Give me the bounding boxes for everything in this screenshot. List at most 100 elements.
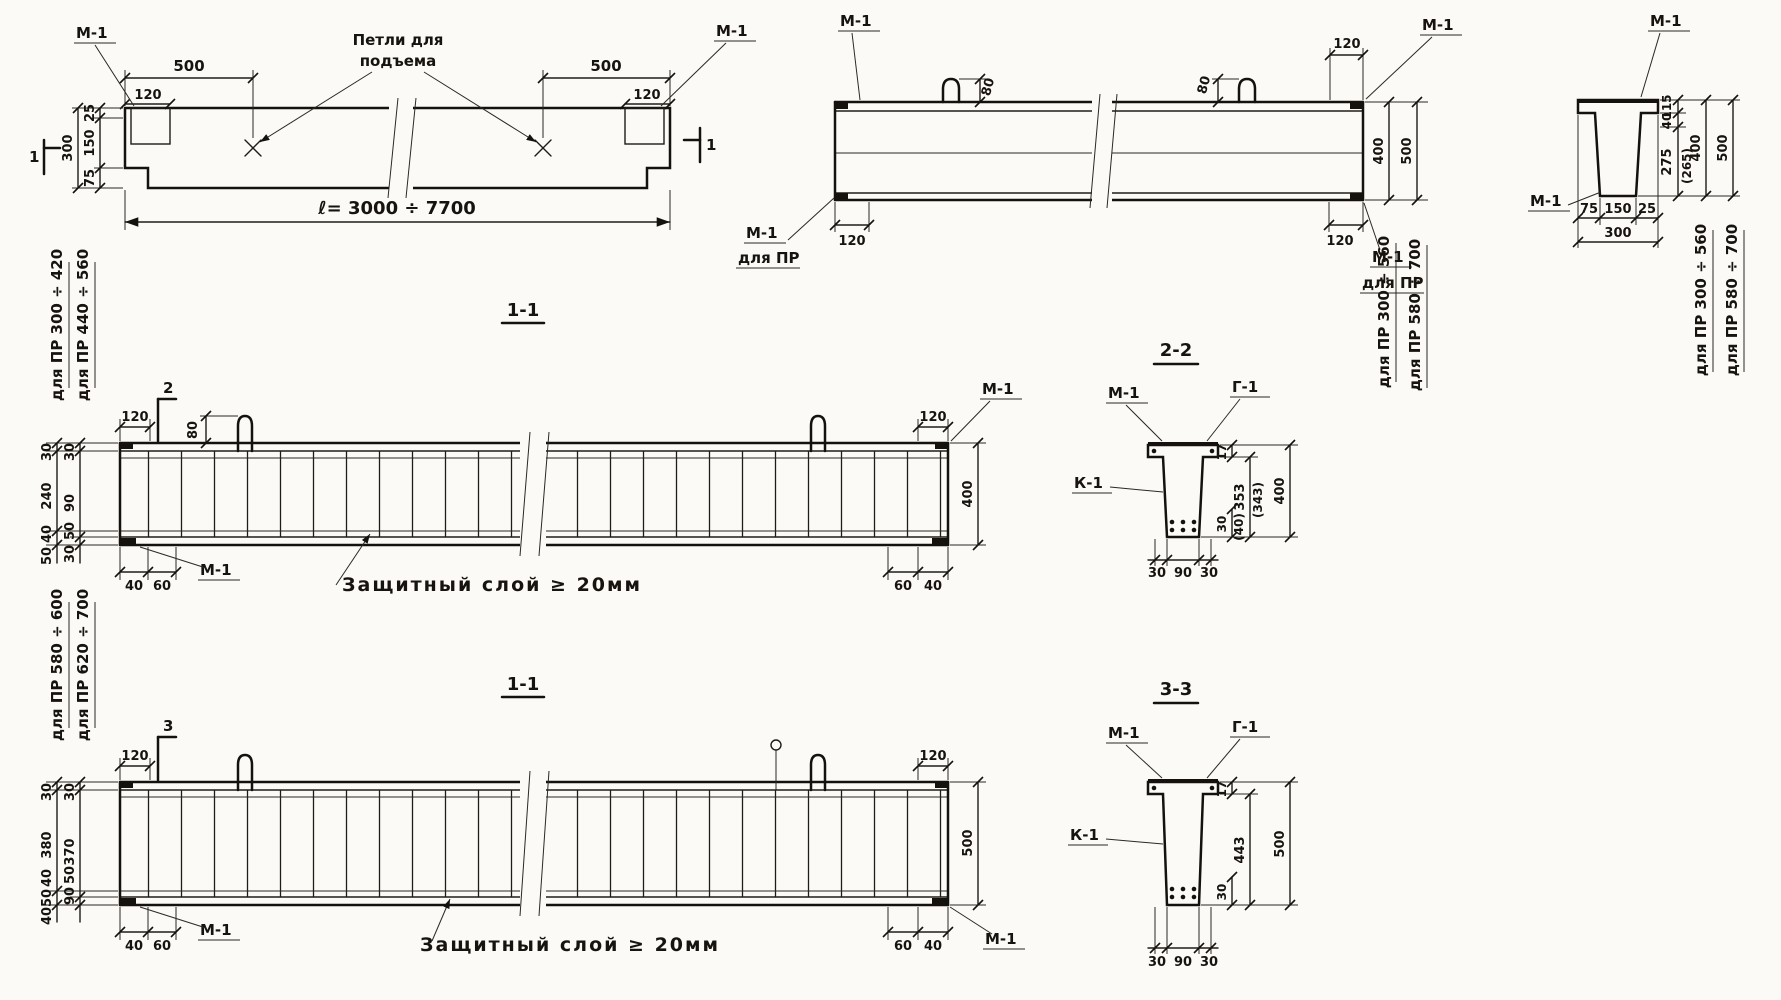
elev-dim-120-top-right: 120 xyxy=(1324,37,1369,100)
marker-label: 1 xyxy=(29,148,39,166)
for-pr-label: для ПР xyxy=(738,249,800,267)
dim-label: 80 xyxy=(979,76,998,97)
rebar-dots xyxy=(1151,448,1215,533)
dim-120-right: 120 xyxy=(912,749,954,780)
dim-label: 90 xyxy=(1174,955,1192,970)
dim-label: 500 xyxy=(590,57,621,75)
dim-label: 40 xyxy=(1660,113,1674,130)
k1-label: К-1 xyxy=(1074,474,1103,492)
right-dims: 17 353 (343) 400 30 (40) xyxy=(1201,439,1298,543)
rebar-dots xyxy=(1151,785,1215,900)
m1-label: М-1 xyxy=(982,380,1014,398)
dim-label: 120 xyxy=(121,410,148,425)
dim-label: (265) xyxy=(1680,148,1694,184)
section-cut-marker-3: 3 xyxy=(156,717,178,782)
beam-reinforcement-body xyxy=(118,739,950,917)
dim-label: 300 xyxy=(1604,226,1631,241)
section-title: 3-3 xyxy=(1160,679,1193,700)
dim-120-left: 120 xyxy=(114,410,156,441)
dim-label: 400 xyxy=(961,480,976,507)
dim-label: 120 xyxy=(838,234,865,249)
dim-label: 40 xyxy=(924,579,942,594)
elev-m1-callout-bottom-right: М-1 для ПР xyxy=(1360,202,1424,294)
dim-label: 30 xyxy=(1200,955,1218,970)
marker-label: 2 xyxy=(163,379,173,397)
m1-callout-bottom-left: М-1 xyxy=(139,906,240,941)
dim-label: 25 xyxy=(1638,202,1656,217)
dim-label: 240 xyxy=(40,482,55,509)
dim-label: 30 xyxy=(63,443,78,461)
elev-dim-120-bottom-right: 120 xyxy=(1323,202,1369,249)
plan-dim-500-left: 500 xyxy=(119,57,259,138)
for-pr-label: для ПР xyxy=(1362,274,1424,292)
plan-overall-length-dim: ℓ= 3000 ÷ 7700 xyxy=(124,190,671,230)
dim-120-left: 120 xyxy=(114,749,156,780)
k1-callout: К-1 xyxy=(1068,826,1164,846)
m1-callout-top-right: М-1 xyxy=(950,380,1022,442)
dim-label: 300 xyxy=(61,134,76,161)
plan-break-lines xyxy=(387,97,417,199)
dim-label: 380 xyxy=(40,831,55,858)
g1-callout: Г-1 xyxy=(1206,378,1270,442)
note-line-1: Петли для xyxy=(353,31,444,49)
dim-label: 40 xyxy=(924,939,942,954)
dim-label: 120 xyxy=(633,88,660,103)
xsec-m1-callout-left: М-1 xyxy=(1528,191,1602,212)
cover-note: Защитный слой ≥ 20мм xyxy=(335,533,640,596)
lifting-loop-left xyxy=(941,77,961,104)
plan-m1-callout-right: М-1 xyxy=(660,22,756,107)
dim-label: 120 xyxy=(121,749,148,764)
plan-embed-plate-right xyxy=(624,107,665,145)
dim-label: 40 xyxy=(40,869,55,887)
dim-label: 30 xyxy=(40,443,55,461)
dim-label: 25 xyxy=(83,104,98,122)
lifting-loop-left xyxy=(236,753,254,792)
m1-callout: М-1 xyxy=(1106,724,1163,779)
section-title: 1-1 xyxy=(507,300,540,321)
dim-400-height: 400 xyxy=(950,437,986,551)
dim-label: 80 xyxy=(1195,74,1214,95)
elev-m1-callout-top-right: М-1 xyxy=(1365,16,1462,100)
dim-label: 370 xyxy=(63,838,78,865)
elev-dim-80-left: 80 xyxy=(959,73,998,108)
range-caption: для ПР 440 ÷ 560 xyxy=(74,249,92,401)
m1-label: М-1 xyxy=(1530,192,1562,210)
m1-callout-bottom-right: М-1 xyxy=(949,906,1025,950)
m1-label: М-1 xyxy=(716,22,748,40)
m1-callout-bottom-left: М-1 xyxy=(139,546,240,581)
xsec-m1-callout-top: М-1 xyxy=(1640,12,1690,98)
section-1-1-bottom-view: 1-1 для ПР 580 ÷ 600 для ПР 620 ÷ 700 3 xyxy=(40,589,1025,956)
dim-label: 90 xyxy=(1174,566,1192,581)
dim-label: 500 xyxy=(961,829,976,856)
dim-label: 500 xyxy=(1273,830,1288,857)
plan-beam-outline xyxy=(123,106,672,190)
elev-dim-80-right: 80 xyxy=(1195,73,1239,108)
elev-dim-120-bottom-left: 120 xyxy=(829,202,875,249)
dim-500-height: 500 xyxy=(950,776,986,911)
dim-label: 30 xyxy=(1148,566,1166,581)
section-cut-marker-1-right: 1 xyxy=(682,126,716,164)
dim-label: 400 xyxy=(1689,134,1704,161)
section-cut-marker-2: 2 xyxy=(156,379,178,443)
m1-label: М-1 xyxy=(746,224,778,242)
lifting-loop-right xyxy=(809,414,827,453)
dim-label: 400 xyxy=(1273,477,1288,504)
dim-label: 30 xyxy=(63,545,78,563)
xsec-right-dims: 115 40 275 (265) 400 500 для ПР 300 ÷ 56… xyxy=(1638,94,1745,376)
dim-label: 500 xyxy=(1400,137,1415,164)
plan-dim-500-right: 500 xyxy=(537,57,676,138)
dim-label: 50 xyxy=(40,889,55,907)
m1-label: М-1 xyxy=(840,12,872,30)
plan-dim-120-right: 120 xyxy=(619,88,676,110)
dim-label: 150 xyxy=(1604,202,1631,217)
plan-embed-plate-left xyxy=(130,107,171,145)
dim-label: 40 xyxy=(125,579,143,594)
dim-label: 120 xyxy=(919,749,946,764)
right-dims: 17 443 500 30 xyxy=(1201,776,1298,911)
lifting-loop-right xyxy=(809,753,827,792)
g1-label: Г-1 xyxy=(1232,718,1258,736)
dim-label: 400 xyxy=(1372,137,1387,164)
lift-point-mark-left xyxy=(244,139,262,157)
